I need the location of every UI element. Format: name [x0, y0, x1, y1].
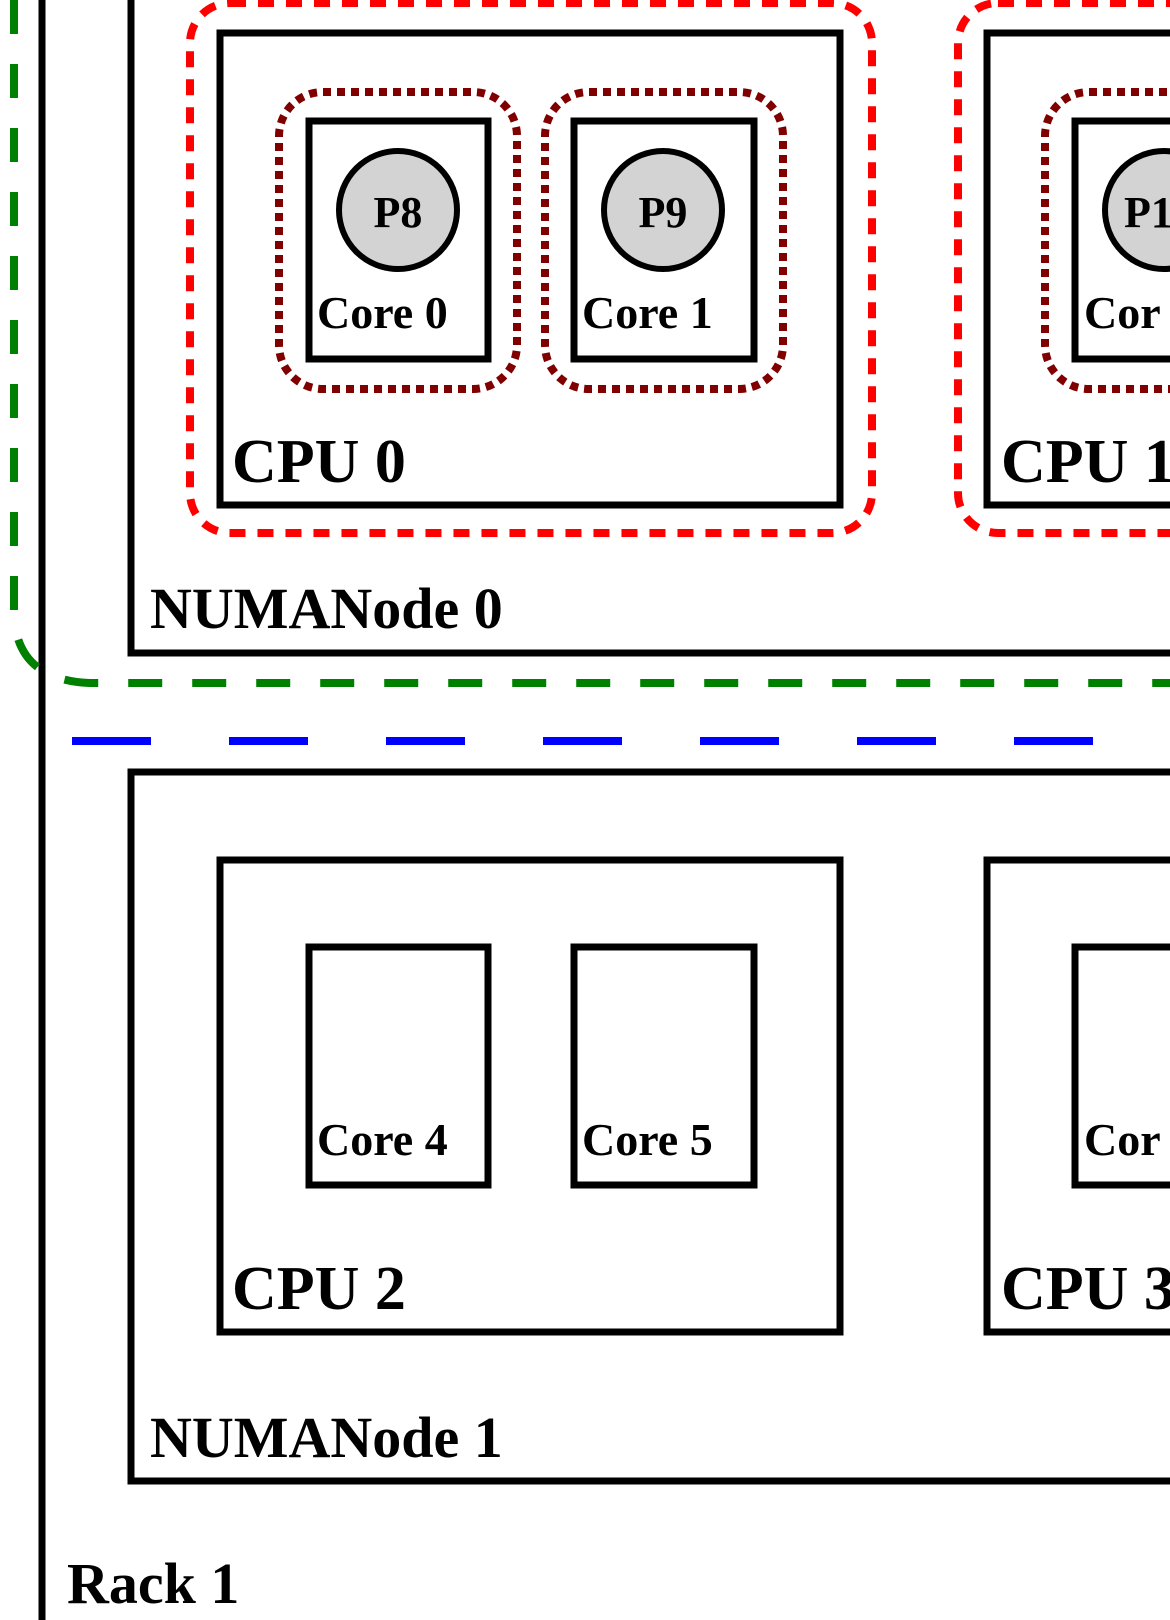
core-cpu3-box — [1071, 943, 1170, 1189]
numa-node-0-box — [127, 0, 1170, 657]
core-4-label: Core 4 — [317, 1114, 448, 1165]
process-p9-label: P9 — [639, 188, 688, 237]
core-1-box — [570, 117, 758, 363]
cpu-1-label: CPU 1 — [1001, 428, 1170, 496]
rack-label: Rack 1 — [67, 1551, 239, 1616]
core-0-box — [305, 117, 492, 363]
cpu-2-box — [216, 856, 844, 1336]
numa-group-outline — [10, 0, 1170, 687]
core-5-box — [570, 943, 758, 1189]
process-p8-label: P8 — [374, 188, 423, 237]
cpu-3-box — [983, 856, 1170, 1336]
numa-node-0-label: NUMANode 0 — [150, 576, 503, 641]
process-p1-label: P1 — [1124, 188, 1170, 237]
core-cpu1-box — [1071, 117, 1170, 363]
cpu-0-box — [216, 29, 844, 509]
core-cpu1-label: Cor — [1084, 287, 1161, 338]
numa-node-1-label: NUMANode 1 — [150, 1405, 503, 1470]
core-cpu3-label: Cor — [1084, 1114, 1161, 1165]
process-p9 — [601, 148, 725, 272]
core-1-label: Core 1 — [582, 287, 713, 338]
core-5-label: Core 5 — [582, 1114, 713, 1165]
cpu-0-label: CPU 0 — [232, 428, 406, 496]
core-4-box — [305, 943, 492, 1189]
core-1-group-outline — [541, 88, 787, 393]
cpu-3-label: CPU 3 — [1001, 1255, 1170, 1323]
process-p8 — [336, 148, 460, 272]
cpu-1-group-outline — [954, 0, 1170, 537]
cpu-2-label: CPU 2 — [232, 1255, 406, 1323]
core-0-group-outline — [275, 88, 521, 393]
core-0-label: Core 0 — [317, 287, 448, 338]
numa-node-1-box — [127, 768, 1170, 1485]
cpu-1-box — [983, 29, 1170, 509]
core-cpu1-group-outline — [1041, 88, 1170, 393]
process-p1 — [1102, 148, 1170, 272]
